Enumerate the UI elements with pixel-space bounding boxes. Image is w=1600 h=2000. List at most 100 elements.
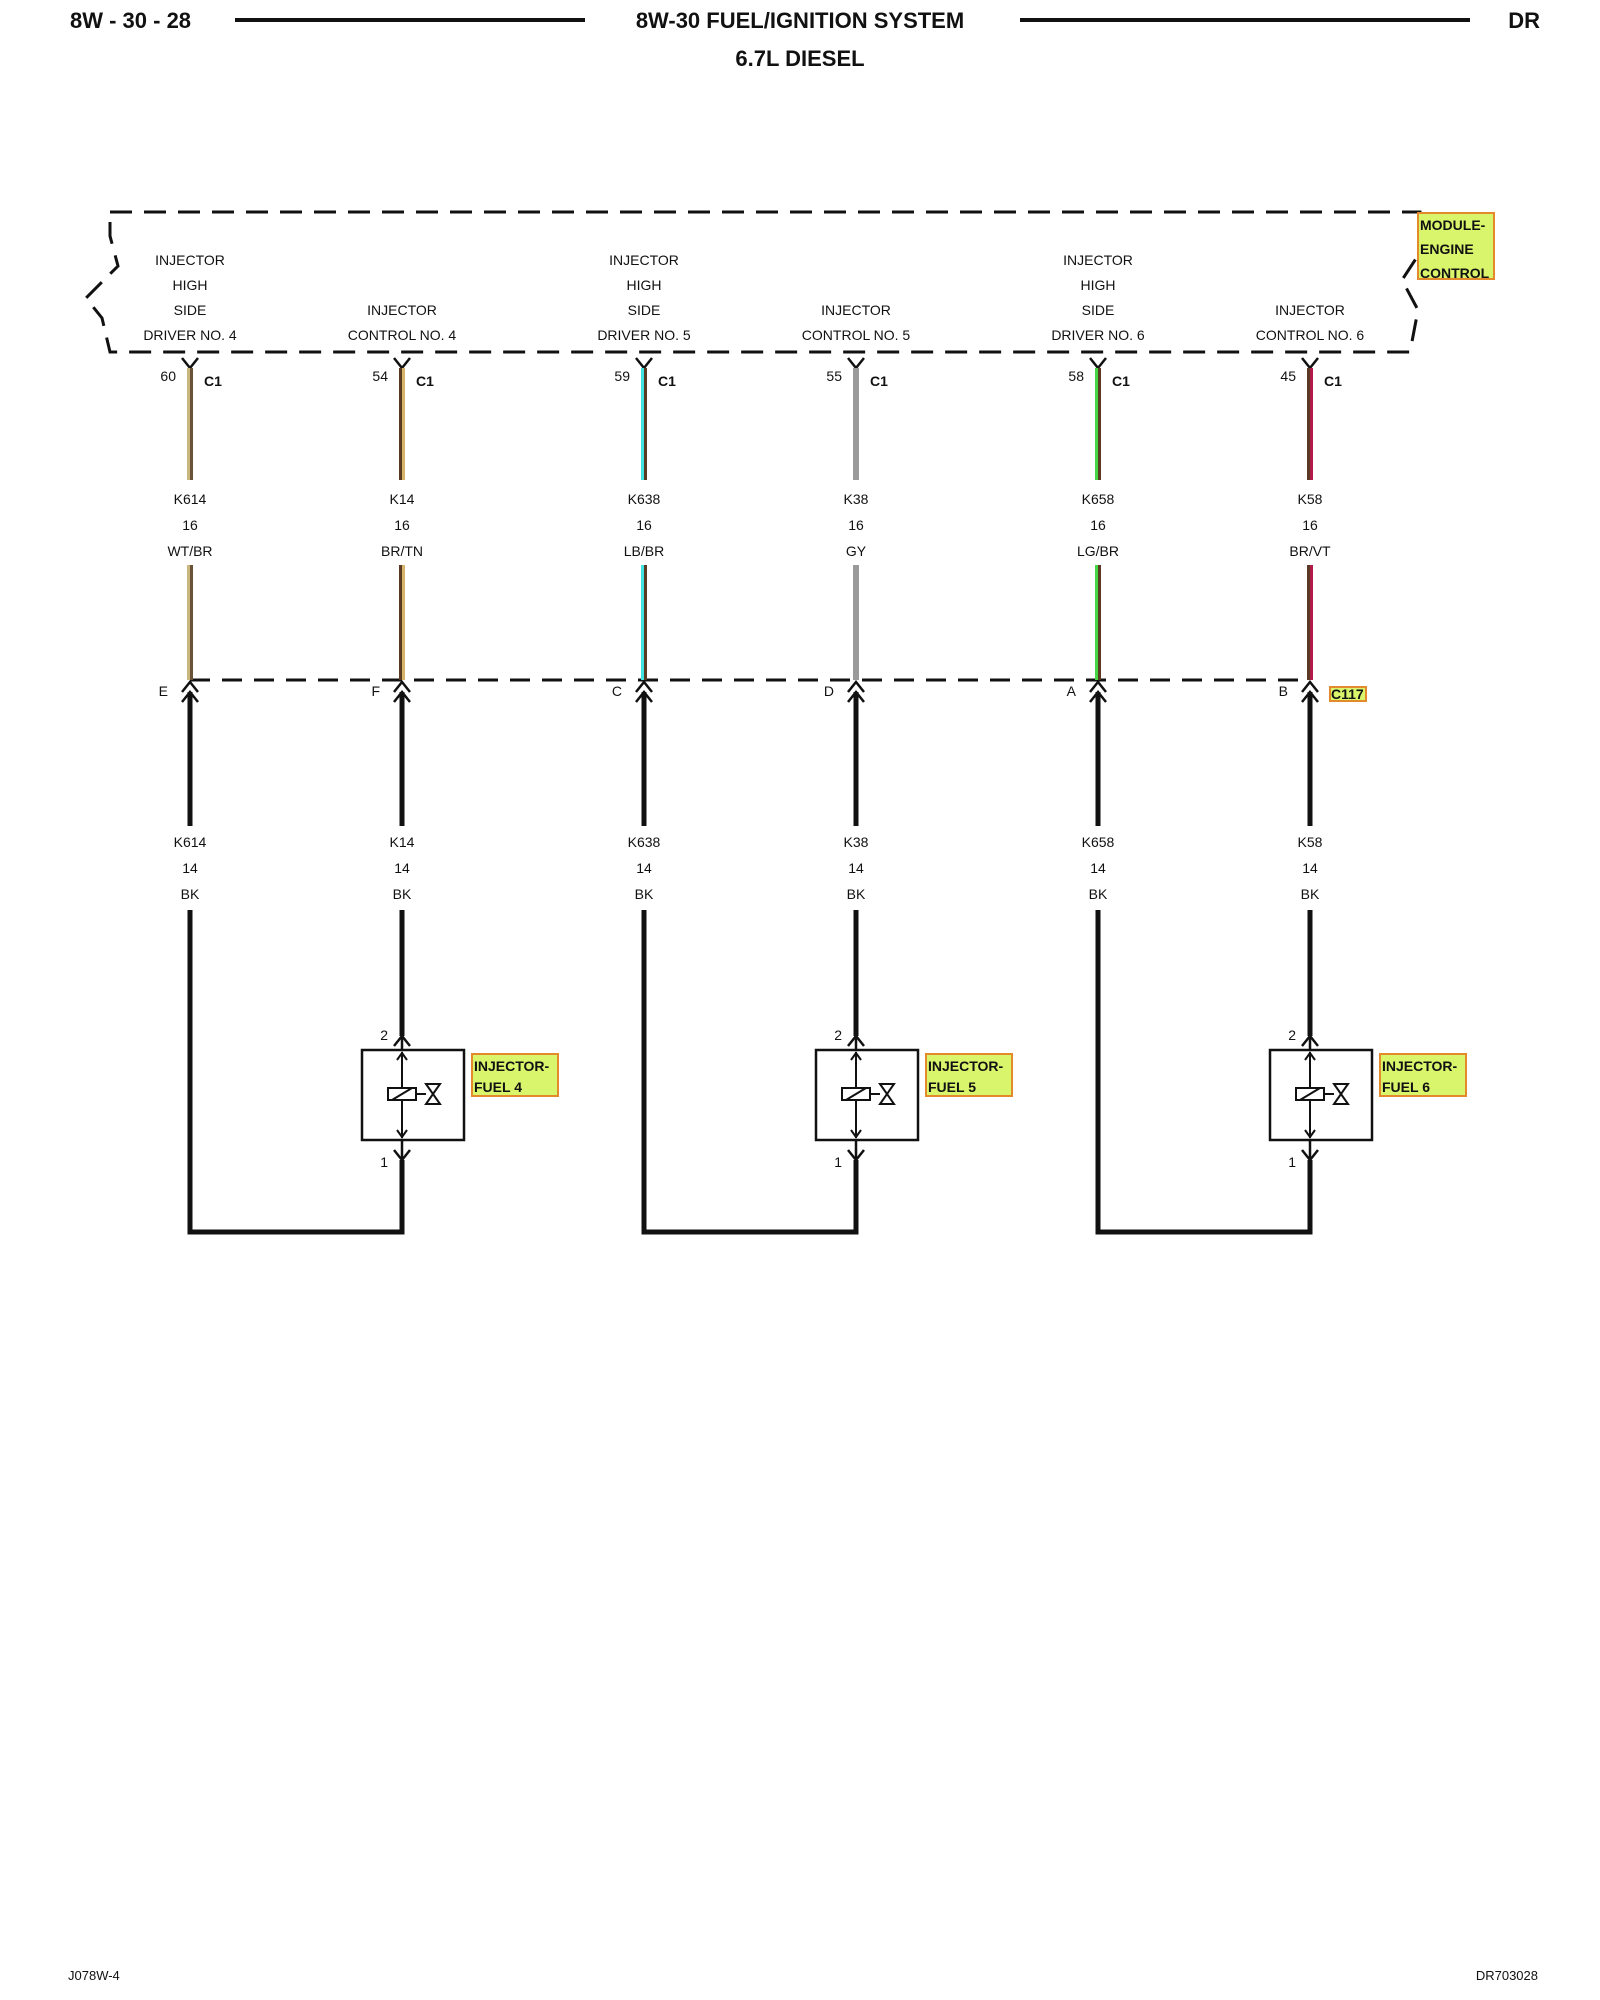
- lower-circuit-id: K58: [1298, 834, 1323, 850]
- module-pin-number: 55: [826, 368, 842, 384]
- fuel-injector: INJECTOR-FUEL 6: [1095, 910, 1467, 1235]
- module-function-label: INJECTOR: [367, 302, 437, 318]
- inline-pin-chevron: [393, 679, 411, 693]
- injector-pin-2: 2: [834, 1027, 842, 1043]
- module-pin-terminal: [181, 357, 199, 371]
- lower-wire-color: BK: [181, 886, 200, 902]
- inline-pin-chevron: [847, 679, 865, 693]
- inline-pin-letter: D: [824, 683, 834, 699]
- upper-wire-gauge: 16: [1302, 517, 1318, 533]
- module-name-tag-bg: [1417, 212, 1495, 280]
- lower-wire-color: BK: [847, 886, 866, 902]
- module-boundary: [83, 210, 1425, 354]
- injector-pin-terminal: [1301, 1033, 1319, 1047]
- module-function-label: CONTROL NO. 5: [802, 327, 911, 343]
- upper-circuit-id: K38: [844, 491, 869, 507]
- injector-arrow-down: [1304, 1129, 1316, 1139]
- inline-connector-tag: C117: [1329, 686, 1367, 702]
- upper-wire-color: LG/BR: [1077, 543, 1119, 559]
- inline-connector-name: C117: [1331, 686, 1364, 702]
- upper-circuit-id: K58: [1298, 491, 1323, 507]
- module-name-line: MODULE-: [1420, 217, 1486, 233]
- module-name-line: ENGINE: [1420, 241, 1474, 257]
- upper-wire-gauge: 16: [1090, 517, 1106, 533]
- module-function-label: INJECTOR: [1275, 302, 1345, 318]
- inline-pin-letter: F: [371, 683, 380, 699]
- module-function-label: HIGH: [627, 277, 662, 293]
- injector-pin-terminal: [393, 1033, 411, 1047]
- inline-pin-chevron: [635, 679, 653, 693]
- module-function-label: CONTROL NO. 6: [1256, 327, 1365, 343]
- injector-arrow-down: [850, 1129, 862, 1139]
- injector-pin-1: 1: [1288, 1154, 1296, 1170]
- module-function-label: HIGH: [173, 277, 208, 293]
- inline-pin-chevron: [181, 679, 199, 693]
- high-side-return-wire: [1095, 910, 1313, 1235]
- module-name-tag: MODULE- ENGINE CONTROL: [1417, 212, 1495, 281]
- header-rule-right: [1020, 18, 1470, 22]
- fuel-injector: INJECTOR-FUEL 4: [187, 910, 559, 1235]
- upper-wire-color: BR/TN: [381, 543, 423, 559]
- module-pin-terminal: [1089, 357, 1107, 371]
- injector-name-line: FUEL 6: [1382, 1079, 1430, 1095]
- module-function-label: DRIVER NO. 5: [597, 327, 691, 343]
- lower-wire-gauge: 14: [182, 860, 198, 876]
- upper-circuit-id: K14: [390, 491, 415, 507]
- lower-wire-gauge: 14: [848, 860, 864, 876]
- injector-pin-terminal: [847, 1149, 865, 1163]
- valve-symbol: [1332, 1083, 1350, 1105]
- module-connector-name: C1: [204, 373, 222, 389]
- injector-pin-2: 2: [1288, 1027, 1296, 1043]
- inline-connector-tag-bg: [1329, 686, 1367, 702]
- upper-circuit-id: K638: [628, 491, 661, 507]
- injector-arrow-up: [850, 1051, 862, 1061]
- lower-circuit-id: K14: [390, 834, 415, 850]
- module-function-label: CONTROL NO. 4: [348, 327, 457, 343]
- upper-wire-gauge: 16: [848, 517, 864, 533]
- diagram-title: 8W-30 FUEL/IGNITION SYSTEM: [635, 8, 965, 33]
- solenoid-coil-slash: [845, 1087, 867, 1101]
- injector-pin-2: 2: [380, 1027, 388, 1043]
- module-function-label: INJECTOR: [821, 302, 891, 318]
- module-connector-name: C1: [1112, 373, 1130, 389]
- module-name-line: CONTROL: [1420, 265, 1490, 281]
- lower-circuit-id: K638: [628, 834, 661, 850]
- injector-arrow-up: [396, 1051, 408, 1061]
- module-function-label: DRIVER NO. 4: [143, 327, 237, 343]
- module-pin-number: 59: [614, 368, 630, 384]
- lower-wire-color: BK: [393, 886, 412, 902]
- module-connector-name: C1: [870, 373, 888, 389]
- lower-wire-gauge: 14: [636, 860, 652, 876]
- lower-wire-gauge: 14: [394, 860, 410, 876]
- lower-circuit-id: K614: [174, 834, 207, 850]
- lower-circuit-id: K658: [1082, 834, 1115, 850]
- module-connector-name: C1: [416, 373, 434, 389]
- header-rule-left: [235, 18, 585, 22]
- solenoid-coil-slash: [391, 1087, 413, 1101]
- module-connector-name: C1: [658, 373, 676, 389]
- lower-wire-color: BK: [635, 886, 654, 902]
- injector-name-tag-bg: [1379, 1053, 1467, 1097]
- injector-arrow-up: [1304, 1051, 1316, 1061]
- module-function-label: SIDE: [174, 302, 207, 318]
- lower-circuit-id: K38: [844, 834, 869, 850]
- module-pin-terminal: [393, 357, 411, 371]
- module-pin-terminal: [847, 357, 865, 371]
- module-pin-terminal: [1301, 357, 1319, 371]
- inline-pin-letter: A: [1067, 683, 1077, 699]
- module-pin-number: 60: [160, 368, 176, 384]
- inline-pin-letter: C: [612, 683, 622, 699]
- footer-left-code: J078W-4: [68, 1968, 120, 1983]
- injector-name-tag-bg: [925, 1053, 1013, 1097]
- diagram-subtitle: 6.7L DIESEL: [735, 46, 865, 71]
- module-pin-number: 45: [1280, 368, 1296, 384]
- module-function-label: DRIVER NO. 6: [1051, 327, 1145, 343]
- valve-symbol: [878, 1083, 896, 1105]
- solenoid-coil-slash: [1299, 1087, 1321, 1101]
- upper-wire-gauge: 16: [182, 517, 198, 533]
- inline-pin-letter: E: [159, 683, 168, 699]
- module-function-label: INJECTOR: [1063, 252, 1133, 268]
- high-side-return-wire: [187, 910, 405, 1235]
- upper-circuit-id: K614: [174, 491, 207, 507]
